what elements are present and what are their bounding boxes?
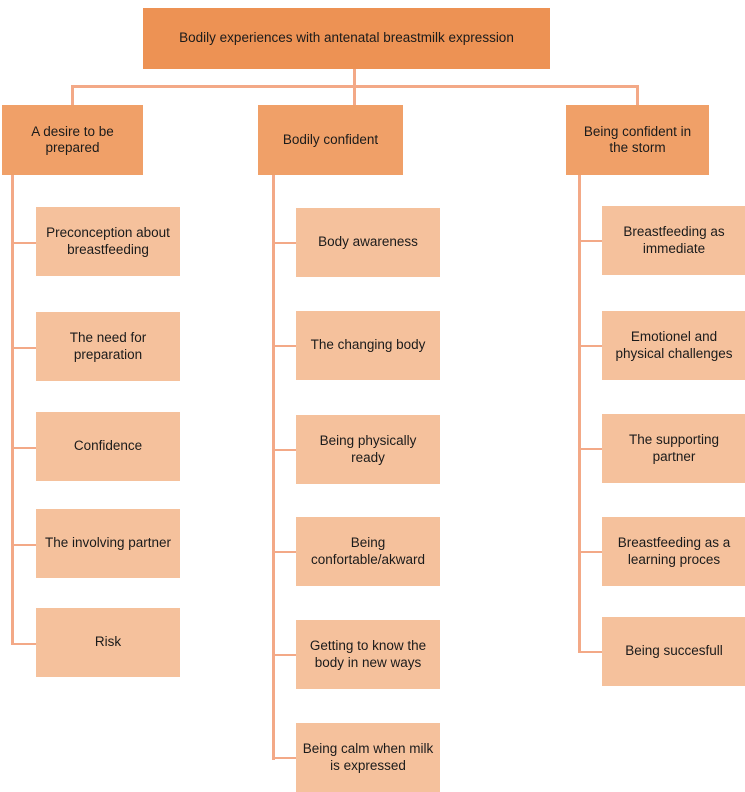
leaf-node-3-3: The supporting partner xyxy=(602,414,745,483)
root-node: Bodily experiences with antenatal breast… xyxy=(143,8,550,69)
branch-node-2: Bodily confident xyxy=(258,105,403,175)
connector-branch-2-child-2 xyxy=(272,345,298,347)
connector-branch-1-child-4 xyxy=(11,544,37,546)
leaf-node-3-2: Emotionel and physical challenges xyxy=(602,311,745,380)
connector-branch-2-trunk xyxy=(272,175,275,760)
connector-branch-1-drop xyxy=(71,85,74,107)
connector-branch-3-child-4 xyxy=(578,551,604,553)
connector-branch-2-child-6 xyxy=(272,757,298,759)
connector-branch-1-trunk xyxy=(11,175,14,644)
connector-branch-3-child-5 xyxy=(578,651,604,653)
leaf-node-1-3: Confidence xyxy=(36,412,180,481)
connector-level2-bus xyxy=(71,85,639,88)
connector-branch-3-child-1 xyxy=(578,240,604,242)
branch-node-1: A desire to be prepared xyxy=(2,105,143,175)
leaf-node-1-2: The need for preparation xyxy=(36,312,180,381)
connector-branch-1-child-3 xyxy=(11,447,37,449)
connector-branch-3-drop xyxy=(636,85,639,107)
connector-branch-2-child-4 xyxy=(272,551,298,553)
connector-branch-2-child-5 xyxy=(272,654,298,656)
connector-branch-2-child-3 xyxy=(272,449,298,451)
leaf-node-2-4: Being confortable/akward xyxy=(296,517,440,586)
leaf-node-2-6: Being calm when milk is expressed xyxy=(296,723,440,792)
leaf-node-2-3: Being physically ready xyxy=(296,415,440,484)
leaf-node-3-1: Breastfeeding as immediate xyxy=(602,206,745,275)
connector-branch-3-trunk xyxy=(578,175,581,652)
connector-branch-2-child-1 xyxy=(272,242,298,244)
leaf-node-2-2: The changing body xyxy=(296,311,440,380)
connector-branch-3-child-2 xyxy=(578,345,604,347)
connector-branch-3-child-3 xyxy=(578,448,604,450)
leaf-node-2-1: Body awareness xyxy=(296,208,440,277)
leaf-node-1-4: The involving partner xyxy=(36,509,180,578)
leaf-node-3-4: Breastfeeding as a learning proces xyxy=(602,517,745,586)
connector-branch-1-child-1 xyxy=(11,242,37,244)
connector-branch-1-child-5 xyxy=(11,643,37,645)
leaf-node-2-5: Getting to know the body in new ways xyxy=(296,620,440,689)
leaf-node-1-1: Preconception about breastfeeding xyxy=(36,207,180,276)
leaf-node-3-5: Being succesfull xyxy=(602,617,745,686)
leaf-node-1-5: Risk xyxy=(36,608,180,677)
branch-node-3: Being confident in the storm xyxy=(566,105,709,175)
connector-branch-1-child-2 xyxy=(11,347,37,349)
